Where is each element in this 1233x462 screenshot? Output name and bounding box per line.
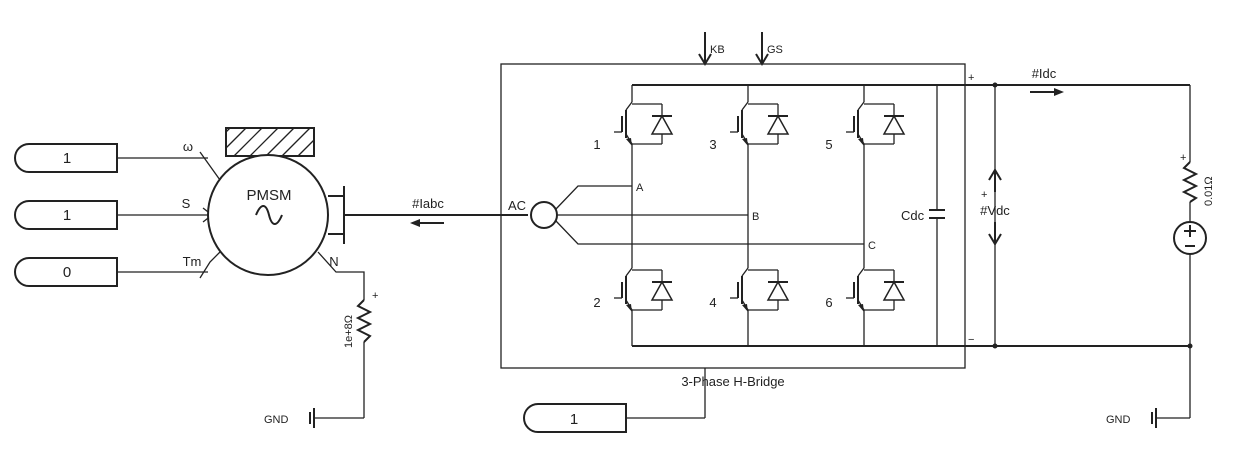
switch-4[interactable] [729, 259, 789, 321]
constant-block-omega[interactable]: 1 [14, 143, 118, 173]
gs-input[interactable] [755, 32, 769, 66]
vdc-label: #Vdc [980, 203, 1010, 218]
switch-label-5: 5 [825, 137, 832, 152]
neutral-wire [317, 251, 365, 292]
vdc-plus: + [981, 189, 987, 201]
iabc-arrow-icon [410, 219, 444, 227]
ground-left [309, 408, 364, 428]
h-bridge-box[interactable] [500, 63, 966, 369]
port-label-tm: Tm [183, 254, 202, 269]
gnd-label-right: GND [1106, 414, 1131, 426]
ac-sine-icon [255, 205, 283, 225]
constant-value: 1 [570, 411, 578, 428]
switch-label-3: 3 [709, 137, 716, 152]
switch-label-6: 6 [825, 295, 832, 310]
neutral-resistor-value: 1e+8Ω [343, 315, 355, 348]
neutral-resistor[interactable] [355, 292, 373, 418]
ac-label: AC [508, 198, 526, 213]
switch-2[interactable] [613, 259, 673, 321]
neutral-label: N [329, 254, 338, 269]
load-resistor-polarity: + [1180, 152, 1186, 164]
hatch-pattern [225, 127, 315, 157]
switch-5[interactable] [845, 93, 905, 155]
constant-block-bridge[interactable]: 1 [523, 403, 627, 433]
motor-label: PMSM [247, 187, 292, 204]
phase-label-c: C [868, 240, 876, 252]
switch-label-4: 4 [709, 295, 716, 310]
constant-value: 1 [63, 150, 71, 167]
load-resistor-value: 0.01Ω [1203, 176, 1215, 206]
constant-block-s[interactable]: 1 [14, 200, 118, 230]
constant-value: 1 [63, 207, 71, 224]
pmsm-motor[interactable]: PMSM [207, 127, 345, 276]
cdc-label: Cdc [901, 208, 925, 223]
switch-6[interactable] [845, 259, 905, 321]
dc-voltage-source[interactable] [1173, 221, 1207, 255]
phase-label-b: B [752, 211, 759, 223]
idc-arrow-icon [1030, 88, 1064, 96]
switch-3[interactable] [729, 93, 789, 155]
switch-1[interactable] [613, 93, 673, 155]
gs-label: GS [767, 44, 783, 56]
phase-label-a: A [636, 182, 644, 194]
bridge-legs [631, 85, 865, 346]
vdc-probe[interactable] [988, 82, 1002, 349]
switch-label-2: 2 [593, 295, 600, 310]
port-label-s: S [182, 196, 191, 211]
ground-right [1151, 408, 1190, 428]
port-label-omega: ω [183, 139, 193, 154]
idc-label: #Idc [1032, 66, 1057, 81]
phase-wires [555, 185, 864, 245]
h-bridge-title: 3-Phase H-Bridge [681, 374, 784, 389]
dc-capacitor[interactable] [929, 85, 945, 346]
kb-label: KB [710, 44, 725, 56]
kb-input[interactable] [698, 32, 712, 66]
neutral-resistor-polarity: + [372, 290, 378, 302]
switch-label-1: 1 [593, 137, 600, 152]
bridge-plus-label: + [968, 72, 974, 84]
iabc-label: #Iabc [412, 196, 444, 211]
constant-value: 0 [63, 264, 71, 281]
gnd-label-left: GND [264, 414, 289, 426]
load-branch [1187, 85, 1193, 418]
bridge-minus-label: − [968, 334, 974, 346]
ac-connector[interactable] [530, 201, 558, 229]
constant-block-tm[interactable]: 0 [14, 257, 118, 287]
input-wires [117, 151, 221, 279]
load-resistor[interactable] [1181, 161, 1199, 203]
